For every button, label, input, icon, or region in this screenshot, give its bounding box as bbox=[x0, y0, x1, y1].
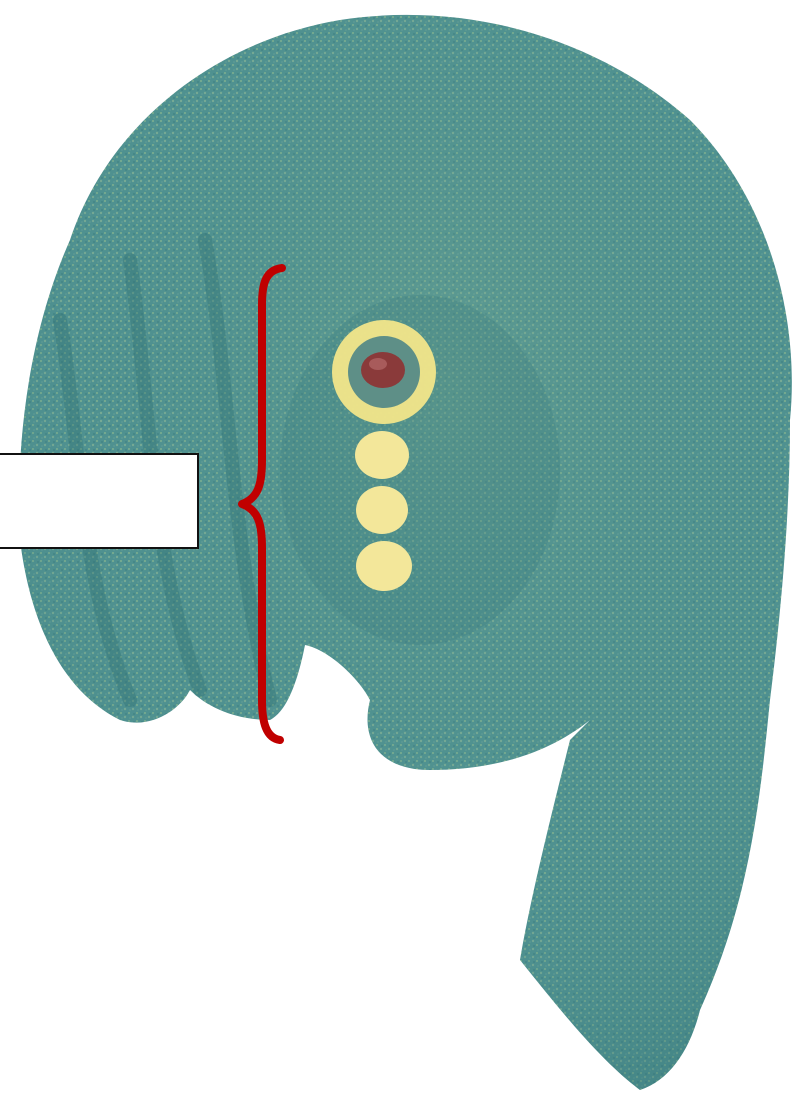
arch-bump-1 bbox=[355, 431, 409, 479]
label-box[interactable] bbox=[0, 453, 199, 549]
arch-bumps bbox=[355, 431, 412, 591]
optic-cup-icon bbox=[332, 320, 436, 424]
arch-bump-2 bbox=[356, 486, 408, 534]
arch-bump-3 bbox=[356, 541, 412, 591]
